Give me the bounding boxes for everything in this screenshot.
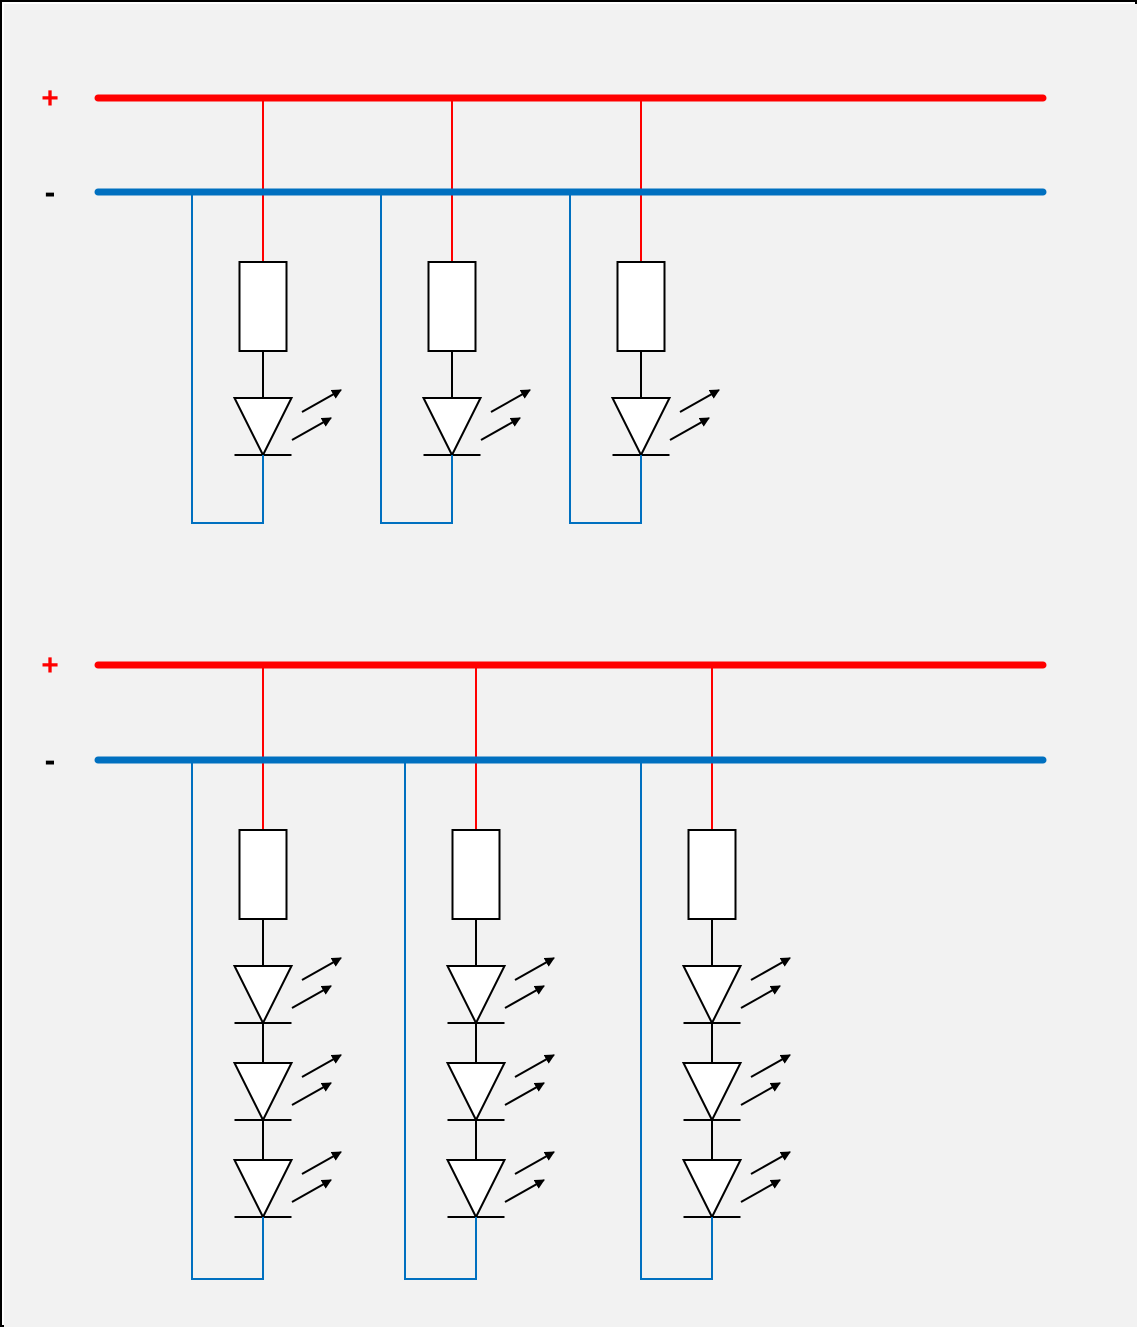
minus-rail-label: - xyxy=(45,742,56,778)
led-triangle xyxy=(681,965,743,1026)
led-light-arrow-upper xyxy=(750,1054,791,1078)
led-1 xyxy=(610,389,720,458)
negative-return-wire xyxy=(191,192,264,524)
led-light-arrow-upper xyxy=(301,389,342,413)
branch-1 xyxy=(191,98,342,524)
led-3 xyxy=(681,1151,791,1220)
led-2 xyxy=(232,1054,342,1123)
negative-return-wire xyxy=(640,760,713,1280)
led-light-arrow-upper xyxy=(490,389,531,413)
resistor xyxy=(238,829,288,920)
branch-2 xyxy=(380,98,531,524)
negative-return-wire xyxy=(569,192,642,524)
led-3 xyxy=(445,1151,555,1220)
led-light-arrow-upper xyxy=(514,957,555,981)
resistor xyxy=(451,829,501,920)
led-light-arrow-lower xyxy=(740,985,781,1009)
led-light-arrow-upper xyxy=(679,389,720,413)
circuit-top: +- xyxy=(41,82,1047,524)
led-light-arrow-lower xyxy=(504,1179,545,1203)
led-triangle xyxy=(232,397,294,458)
led-triangle xyxy=(232,1062,294,1123)
led-light-arrow-lower xyxy=(291,1179,332,1203)
led-triangle xyxy=(445,1159,507,1220)
branch-1 xyxy=(191,665,342,1280)
resistor xyxy=(616,261,666,352)
led-light-arrow-lower xyxy=(740,1179,781,1203)
led-triangle xyxy=(610,397,672,458)
led-light-arrow-upper xyxy=(301,1151,342,1175)
minus-rail-label: - xyxy=(45,174,56,210)
led-light-arrow-lower xyxy=(480,417,521,441)
led-2 xyxy=(445,1054,555,1123)
resistor xyxy=(427,261,477,352)
led-light-arrow-lower xyxy=(504,985,545,1009)
resistor xyxy=(238,261,288,352)
led-triangle xyxy=(445,965,507,1026)
led-light-arrow-upper xyxy=(750,957,791,981)
branch-3 xyxy=(569,98,720,524)
led-light-arrow-upper xyxy=(750,1151,791,1175)
branch-2 xyxy=(404,665,555,1280)
plus-rail-label: + xyxy=(41,82,59,115)
negative-return-wire xyxy=(380,192,453,524)
branch-3 xyxy=(640,665,791,1280)
negative-return-wire xyxy=(191,760,264,1280)
led-triangle xyxy=(445,1062,507,1123)
led-triangle xyxy=(681,1062,743,1123)
led-light-arrow-upper xyxy=(514,1151,555,1175)
led-triangle xyxy=(421,397,483,458)
plus-rail-label: + xyxy=(41,649,59,682)
led-light-arrow-lower xyxy=(669,417,710,441)
led-light-arrow-upper xyxy=(301,957,342,981)
led-light-arrow-upper xyxy=(301,1054,342,1078)
led-1 xyxy=(232,957,342,1026)
led-light-arrow-lower xyxy=(291,985,332,1009)
led-light-arrow-lower xyxy=(291,417,332,441)
led-light-arrow-lower xyxy=(740,1082,781,1106)
led-light-arrow-upper xyxy=(514,1054,555,1078)
led-light-arrow-lower xyxy=(504,1082,545,1106)
negative-return-wire xyxy=(404,760,477,1280)
resistor xyxy=(687,829,737,920)
led-triangle xyxy=(681,1159,743,1220)
led-light-arrow-lower xyxy=(291,1082,332,1106)
circuit-bottom: +- xyxy=(41,649,1047,1280)
led-triangle xyxy=(232,965,294,1026)
led-triangle xyxy=(232,1159,294,1220)
